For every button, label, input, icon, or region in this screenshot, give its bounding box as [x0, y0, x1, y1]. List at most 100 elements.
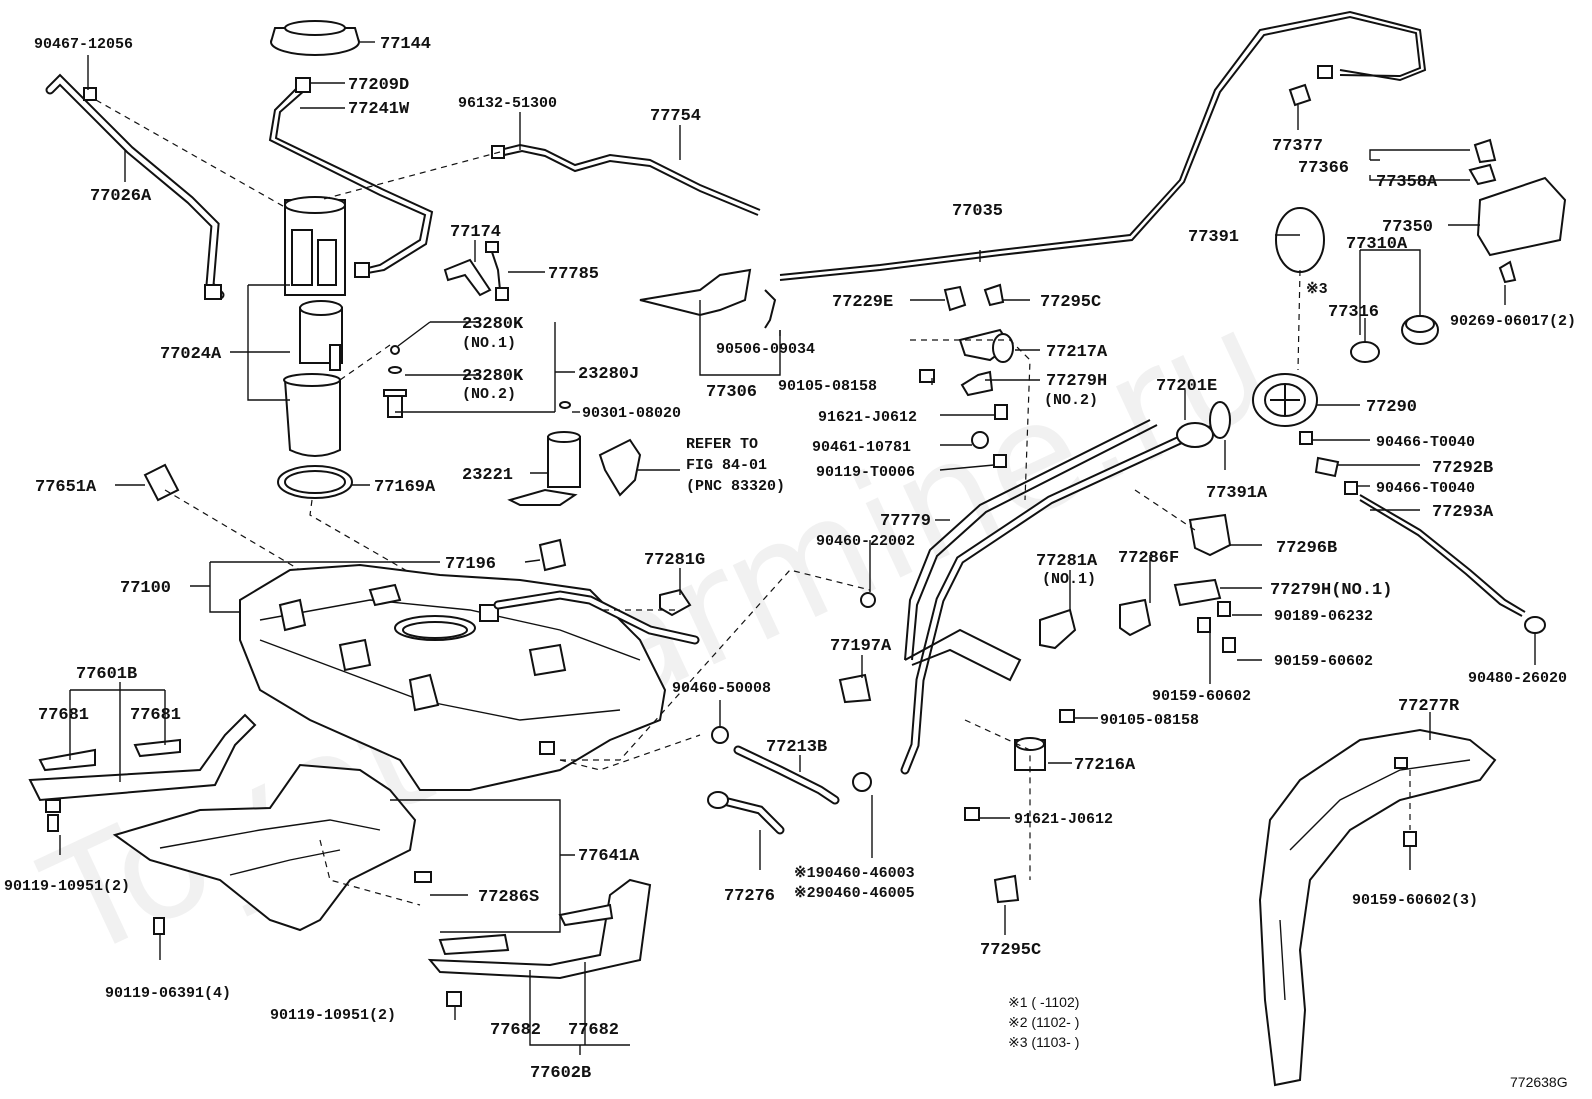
band-77602B [427, 878, 652, 1007]
gasket-77391 [1275, 207, 1325, 273]
label-77785: 77785 [548, 265, 599, 284]
vent-line [491, 143, 761, 216]
label-77229E: 77229E [832, 293, 893, 312]
bolt-90119-06391 [153, 917, 165, 935]
pressure-regulator [383, 389, 407, 418]
clip-77377 [1288, 83, 1312, 107]
label-77682-b: 77682 [568, 1021, 619, 1040]
bolt-90189-06232 [1217, 601, 1231, 617]
hose-77292B [1314, 456, 1340, 478]
label-77024A: 77024A [160, 345, 222, 364]
dash-line [319, 839, 421, 906]
label-77197A: 77197A [830, 637, 892, 656]
label-77035: 77035 [952, 202, 1003, 221]
label-note3-mark: ※3 [1306, 281, 1328, 298]
leader-lines [59, 41, 1536, 1055]
label-23280K-2: 23280K [462, 367, 524, 386]
lock-ring [270, 20, 360, 56]
label-77026A: 77026A [90, 187, 152, 206]
applicability-notes: ※1 ( -1102) ※2 (1102- ) ※3 (1103- ) [1008, 994, 1079, 1050]
note-2: ※2 (1102- ) [1008, 1014, 1079, 1030]
label-77779: 77779 [880, 512, 931, 531]
dash-line [560, 569, 871, 761]
dash-line [164, 489, 301, 571]
clip-77358A [1468, 163, 1497, 186]
label-96132-51300: 96132-51300 [458, 95, 557, 112]
label-91621-J0612-a: 91621-J0612 [818, 409, 917, 426]
label-77295C-a: 77295C [1040, 293, 1101, 312]
label-77682-a: 77682 [490, 1021, 541, 1040]
bracket-77279H-no1 [1173, 578, 1222, 607]
label-77602B: 77602B [530, 1064, 591, 1083]
bracket-77217A [958, 328, 1014, 363]
ring-77316 [1350, 341, 1380, 363]
clip-77295C [983, 283, 1005, 307]
label-77216A: 77216A [1074, 756, 1136, 775]
connector-77785 [485, 241, 509, 301]
clip-77366 [1473, 138, 1497, 164]
fuel-cup [283, 373, 341, 457]
label-77377: 77377 [1272, 137, 1323, 156]
bolt-91621-J0612b [964, 807, 980, 821]
cap-77310A [1401, 315, 1439, 345]
label-23280K-1-no: (NO.1) [462, 335, 516, 352]
label-77681-a: 77681 [38, 706, 89, 725]
pad-77651A [143, 463, 180, 502]
label-23280K-2-no: (NO.2) [462, 386, 516, 403]
dash-line [319, 151, 501, 201]
refer-line-2: FIG 84-01 [686, 457, 767, 474]
o-ring-2 [388, 366, 402, 374]
clip-77296B [1188, 513, 1232, 557]
screw-90269-06017 [1498, 260, 1517, 284]
label-77293A: 77293A [1432, 503, 1494, 522]
label-77100: 77100 [120, 579, 171, 598]
label-77281G: 77281G [644, 551, 705, 570]
bolt-90105-08158 [919, 369, 935, 383]
label-77241W: 77241W [348, 100, 410, 119]
bolt-90105-08158b [1059, 709, 1075, 723]
hose-77276 [707, 791, 785, 835]
label-77281A-no: (NO.1) [1042, 571, 1096, 588]
label-90119-T0006: 90119-T0006 [816, 464, 915, 481]
label-77281A: 77281A [1036, 552, 1098, 571]
label-77144: 77144 [380, 35, 431, 54]
band-77601B [28, 713, 257, 832]
label-77295C-b: 77295C [980, 941, 1041, 960]
hose-77213B [733, 745, 840, 805]
label-90105-08158-b: 90105-08158 [1100, 712, 1199, 729]
label-90460-22002: 90460-22002 [816, 533, 915, 550]
label-77196: 77196 [445, 555, 496, 574]
diagram-id: 772638G [1510, 1074, 1568, 1090]
label-90119-06391: 90119-06391(4) [105, 985, 231, 1002]
filler-pipe-77201E [900, 422, 1215, 775]
label-77217A: 77217A [1046, 343, 1108, 362]
clamp-77197A [838, 673, 872, 704]
label-77306: 77306 [706, 383, 757, 402]
fuel-door-77350 [1476, 176, 1567, 257]
dash-line [1134, 489, 1196, 531]
fuel-pump-23221 [507, 401, 581, 506]
note-3: ※3 (1103- ) [1008, 1034, 1079, 1050]
gasket-77391A [1209, 401, 1231, 439]
label-90159-60602-3: 90159-60602(3) [1352, 892, 1478, 909]
label-90466-T0040-b: 90466-T0040 [1376, 480, 1475, 497]
label-90189-06232: 90189-06232 [1274, 608, 1373, 625]
bolt-90159-60602-3 [1403, 831, 1417, 847]
breather-pipe-77779 [904, 419, 1158, 682]
protector-77277R [1258, 728, 1497, 1087]
clip-77281G [659, 588, 692, 617]
label-77391A: 77391A [1206, 484, 1268, 503]
clip-77295C-b [993, 874, 1020, 904]
label-77174: 77174 [450, 223, 501, 242]
pump-fuel-line [268, 77, 434, 278]
label-91621-J0612-b: 91621-J0612 [1014, 811, 1113, 828]
label-90460-46005: ※290460-46005 [794, 885, 915, 902]
label-90159-60602-a: 90159-60602 [1274, 653, 1373, 670]
label-90460-50008: 90460-50008 [672, 680, 771, 697]
label-77641A: 77641A [578, 847, 640, 866]
label-90466-T0040-a: 90466-T0040 [1376, 434, 1475, 451]
label-77279H-1: 77279H(NO.1) [1270, 581, 1392, 600]
label-77290: 77290 [1366, 398, 1417, 417]
